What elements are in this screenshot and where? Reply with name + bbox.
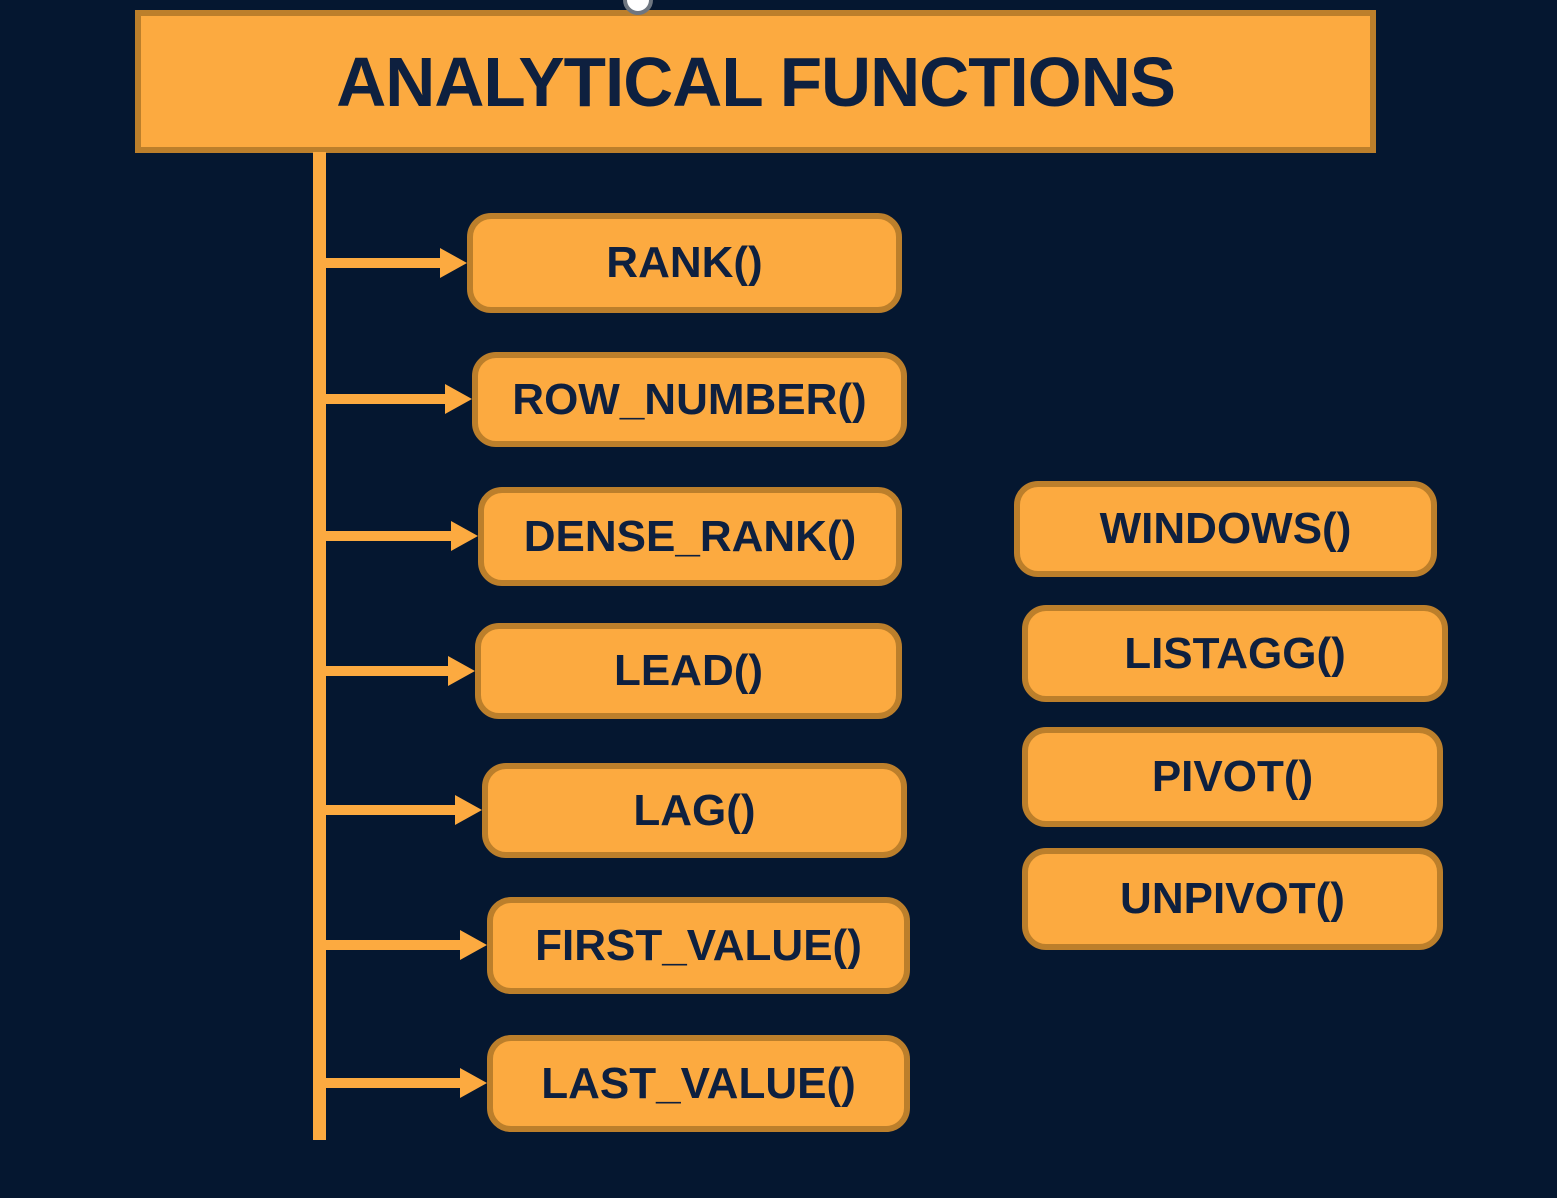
page-title: ANALYTICAL FUNCTIONS xyxy=(336,42,1176,121)
node-rank[interactable]: RANK() xyxy=(467,213,902,313)
arrowhead-icon xyxy=(451,521,478,551)
node-row-number[interactable]: ROW_NUMBER() xyxy=(472,352,907,447)
node-label: WINDOWS() xyxy=(1099,504,1352,553)
connector-line xyxy=(326,666,448,676)
title-banner[interactable]: ANALYTICAL FUNCTIONS xyxy=(135,10,1376,153)
arrowhead-icon xyxy=(445,384,472,414)
node-label: LAG() xyxy=(633,785,756,835)
arrowhead-icon xyxy=(440,248,467,278)
node-dense-rank[interactable]: DENSE_RANK() xyxy=(478,487,902,586)
node-label: PIVOT() xyxy=(1151,752,1314,801)
node-first-value[interactable]: FIRST_VALUE() xyxy=(487,897,910,994)
node-windows[interactable]: WINDOWS() xyxy=(1014,481,1437,577)
node-unpivot[interactable]: UNPIVOT() xyxy=(1022,848,1443,950)
arrowhead-icon xyxy=(460,1068,487,1098)
node-label: LEAD() xyxy=(613,646,764,695)
node-label: UNPIVOT() xyxy=(1120,874,1345,923)
arrowhead-icon xyxy=(460,930,487,960)
connector-line xyxy=(326,531,451,541)
node-pivot[interactable]: PIVOT() xyxy=(1022,727,1443,827)
node-label: FIRST_VALUE() xyxy=(535,920,862,970)
connector-line xyxy=(326,805,455,815)
connector-line xyxy=(326,394,445,404)
connector-line xyxy=(326,1078,460,1088)
node-lag[interactable]: LAG() xyxy=(482,763,907,858)
connector-line xyxy=(326,258,440,268)
node-label: LAST_VALUE() xyxy=(541,1058,856,1108)
connector-line xyxy=(326,940,460,950)
node-label: RANK() xyxy=(606,238,763,287)
node-listagg[interactable]: LISTAGG() xyxy=(1022,605,1448,702)
arrowhead-icon xyxy=(455,795,482,825)
node-label: ROW_NUMBER() xyxy=(512,374,867,424)
node-last-value[interactable]: LAST_VALUE() xyxy=(487,1035,910,1132)
node-lead[interactable]: LEAD() xyxy=(475,623,902,719)
node-label: LISTAGG() xyxy=(1124,628,1346,678)
arrowhead-icon xyxy=(448,656,475,686)
node-label: DENSE_RANK() xyxy=(523,511,857,561)
trunk-connector-line xyxy=(313,152,326,1140)
